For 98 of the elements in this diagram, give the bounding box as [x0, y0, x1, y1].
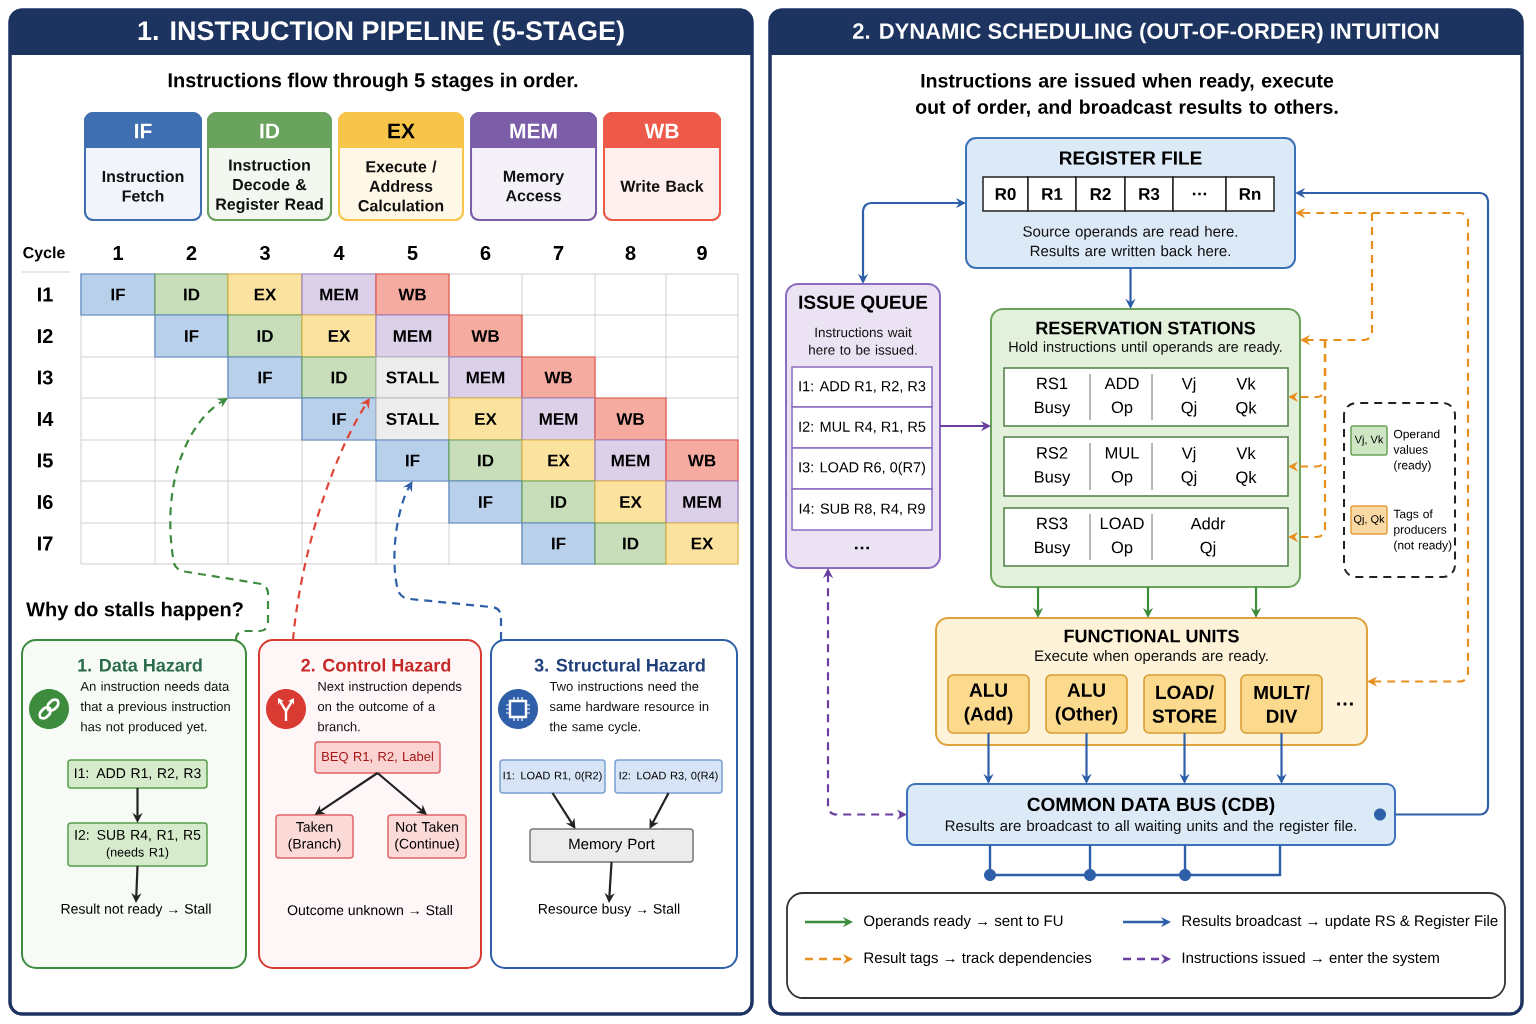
arrow	[551, 792, 576, 829]
table-cell: IF	[448, 480, 523, 524]
table-cell: IF	[154, 314, 229, 358]
table-cell: IF	[227, 356, 303, 399]
row-label: I1	[38, 287, 53, 302]
table-cell: STALL	[375, 356, 450, 399]
table-cell: EX	[227, 273, 303, 316]
table-cell: ID	[227, 314, 303, 358]
table-cell: ID	[301, 356, 377, 399]
stage-box: WB Write Back	[603, 112, 721, 221]
result-text: Outcome unknown → Stall	[287, 904, 452, 916]
table-cell: ID	[594, 522, 667, 565]
table-cell: IF	[80, 273, 156, 316]
row-label: I3	[38, 370, 53, 385]
table-cell: ID	[154, 273, 229, 316]
unit-box: MULT/ DIV	[1240, 674, 1323, 734]
arrow	[169, 398, 270, 641]
table-cell: STALL	[375, 397, 450, 441]
table-cell: MEM	[521, 397, 596, 441]
table-cell: WB	[594, 397, 667, 441]
result-text: Resource busy → Stall	[538, 903, 680, 917]
table-cell: WB	[375, 273, 450, 316]
station-row: RS2 Busy MUL Op Vj Qj Vk Qk	[1003, 436, 1289, 497]
subtitle: Instructions flow through 5 stages in order.	[168, 72, 578, 92]
table-cell: WB	[521, 356, 596, 399]
register-cell: R0	[982, 176, 1029, 212]
data-bus-box: COMMON DATA BUS (CDB) Results are broadcast to all waiting units and the register file.	[906, 783, 1396, 846]
result-text: Result not ready → Stall	[61, 903, 211, 917]
row-label: I2	[38, 329, 53, 343]
register-cell: …	[1172, 176, 1227, 212]
instruction-box: I1: LOAD R1, 0(R2)	[499, 759, 606, 794]
register-cell: R2	[1075, 176, 1126, 212]
row-label: I4	[38, 412, 54, 426]
arrow	[393, 481, 503, 640]
table-cell: EX	[594, 480, 667, 524]
queue-entry: I1: ADD R1, R2, R3	[791, 366, 933, 408]
instruction-box: I2: SUB R4, R1, R5 (needs R1)	[67, 822, 208, 867]
unit-box: ALU (Other)	[1045, 674, 1128, 734]
subtitle: Instructions are issued when ready, execute out of order, and broadcast results to others.	[915, 73, 1338, 117]
station-row: RS3 Busy LOAD Op Addr Qj	[1003, 507, 1289, 567]
row-label: I7	[38, 536, 53, 551]
table-cell: IF	[521, 522, 596, 565]
legend-text: Result tags → track dependencies	[864, 952, 1092, 966]
table-cell: MEM	[375, 314, 450, 358]
legend-text: Operands ready → sent to FU	[864, 915, 1063, 929]
stage-box: IF Instruction Fetch	[84, 112, 202, 221]
unit-box: ALU (Add)	[947, 674, 1030, 734]
table-cell: MEM	[448, 356, 523, 399]
instruction-box: BEQ R1, R2, Label	[314, 741, 441, 774]
legend-text: Instructions issued → enter the system	[1182, 952, 1439, 966]
table-cell: WB	[448, 314, 523, 358]
table-cell: MEM	[594, 439, 667, 482]
instruction-box: Not Taken (Continue)	[387, 814, 467, 859]
key-text: Tags of producers (not ready)	[1393, 509, 1452, 552]
table-cell: MEM	[665, 480, 739, 524]
queue-entry: I3: LOAD R6, 0(R7)	[791, 447, 933, 490]
table-cell: EX	[665, 522, 739, 565]
table-cell: ID	[448, 439, 523, 482]
stage-box: MEM Memory Access	[470, 112, 597, 221]
table-cell: EX	[521, 439, 596, 482]
cycle-number: 3	[259, 245, 270, 261]
stage-box: ID Instruction Decode & Register Read	[207, 112, 332, 221]
row-label: I6	[38, 494, 53, 510]
stage-box: EX Execute / Address Calculation	[338, 112, 464, 221]
instruction-box: I2: LOAD R3, 0(R4)	[614, 759, 723, 794]
register-cell: R1	[1027, 176, 1077, 212]
instruction-box: I1: ADD R1, R2, R3	[67, 759, 208, 789]
cycle-number: 6	[480, 245, 491, 261]
legend-text: Results broadcast → update RS & Register File	[1182, 915, 1498, 929]
queue-entry: I4: SUB R8, R4, R9	[791, 488, 933, 531]
cycle-number: 9	[697, 245, 707, 261]
cycle-number: 7	[553, 246, 564, 260]
arrow	[649, 792, 670, 829]
arrow	[291, 398, 370, 641]
cycle-number: 4	[333, 246, 345, 260]
cycle-number: 8	[625, 245, 636, 261]
table-cell: IF	[301, 397, 377, 441]
column-header: Cycle	[23, 246, 65, 262]
table-cell: EX	[301, 314, 377, 358]
station-row: RS1 Busy ADD Op Vj Qj Vk Qk	[1003, 367, 1289, 427]
table-cell: WB	[665, 439, 739, 482]
row-label: I5	[38, 453, 53, 468]
cycle-number: 2	[186, 246, 197, 260]
register-cell: R3	[1124, 176, 1174, 212]
arrow	[376, 772, 427, 815]
queue-entry: I2: MUL R4, R1, R5	[791, 406, 933, 449]
instruction-box: Memory Port	[529, 828, 694, 863]
instruction-box: Taken (Branch)	[275, 814, 354, 859]
table-cell: ID	[521, 480, 596, 524]
cycle-number: 1	[113, 246, 123, 260]
key-text: Operand values (ready)	[1393, 429, 1440, 472]
section-heading: Why do stalls happen?	[26, 601, 243, 621]
table-cell: IF	[375, 439, 450, 482]
cycle-number: 5	[407, 246, 418, 260]
unit-box: LOAD/ STORE	[1143, 674, 1226, 734]
register-cell: Rn	[1225, 176, 1275, 212]
table-cell: EX	[448, 397, 523, 441]
table-cell: MEM	[301, 273, 377, 316]
